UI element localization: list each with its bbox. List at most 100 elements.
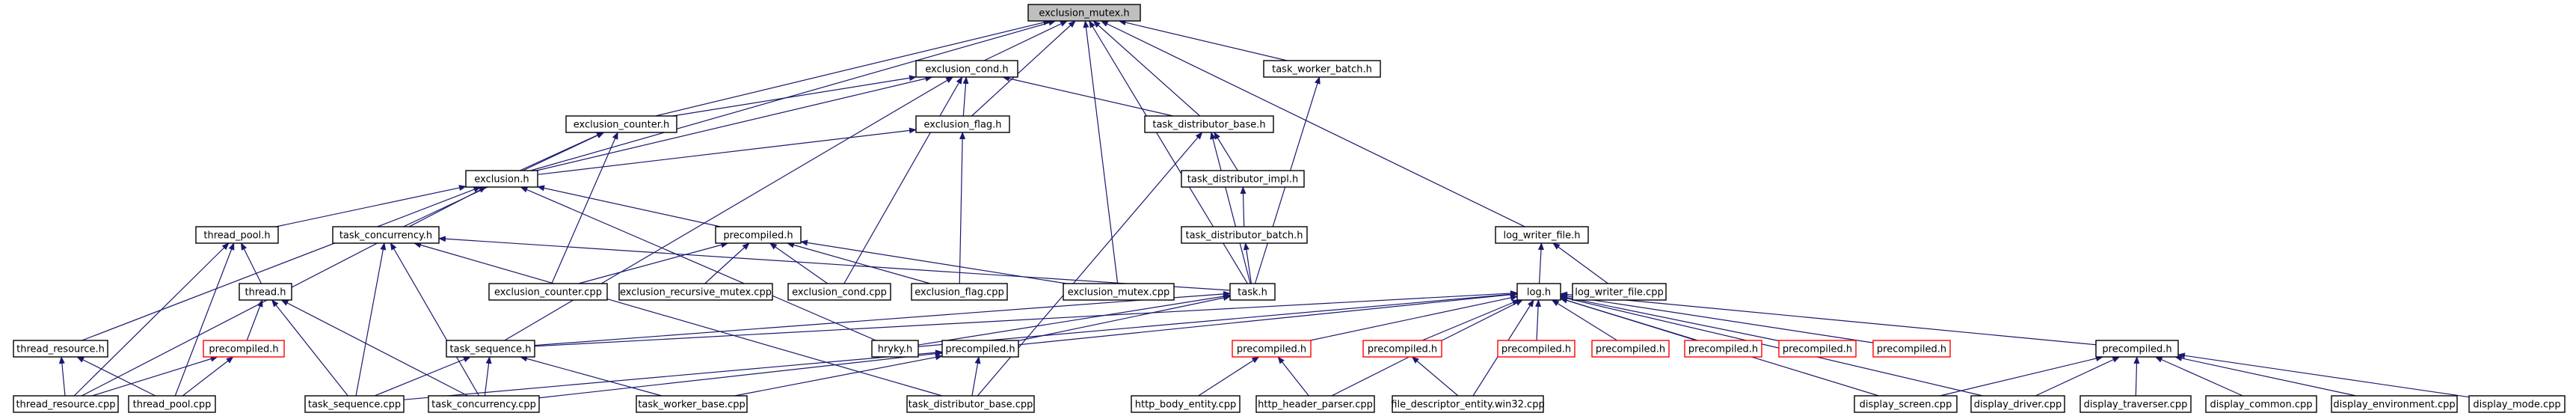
node-display-traverser-cpp[interactable]: display_traverser.cpp: [2079, 395, 2192, 413]
node-precompiled-h-red1[interactable]: precompiled.h: [203, 340, 285, 358]
node-box: [195, 226, 279, 244]
edge-task_concurrency_cpp-to-task_concurrency_h: [390, 242, 480, 397]
node-thread-h[interactable]: thread.h: [239, 283, 292, 301]
node-file-descriptor-entity-win32-cpp[interactable]: file_descriptor_entity.win32.cpp: [1391, 395, 1545, 413]
node-label: task_worker_base.cpp: [638, 400, 745, 411]
node-box: [13, 340, 108, 358]
node-box: [2095, 340, 2179, 358]
node-display-mode-cpp[interactable]: display_mode.cpp: [2468, 395, 2566, 413]
node-label: exclusion_mutex.h: [1039, 8, 1129, 19]
node-precompiled-h-red8[interactable]: precompiled.h: [1872, 340, 1951, 358]
node-precompiled-h-red4[interactable]: precompiled.h: [1497, 340, 1576, 358]
edge-log_writer_file_cpp-to-log_writer_file_h: [1552, 242, 1608, 284]
node-task-distributor-batch-h[interactable]: task_distributor_batch.h: [1181, 226, 1308, 244]
node-task-sequence-h[interactable]: task_sequence.h: [446, 340, 535, 358]
node-label: http_body_entity.cpp: [1135, 400, 1237, 411]
node-box: [1181, 170, 1305, 188]
node-label: exclusion.h: [474, 174, 529, 186]
node-exclusion-counter-cpp[interactable]: exclusion_counter.cpp: [488, 283, 608, 301]
node-precompiled-h-2[interactable]: precompiled.h: [941, 340, 1019, 358]
node-label: thread_pool.cpp: [133, 400, 212, 411]
node-task-distributor-base-cpp[interactable]: task_distributor_base.cpp: [906, 395, 1035, 413]
node-label: display_driver.cpp: [1974, 400, 2062, 411]
edge-exclusion_h-to-exclusion_cond_h: [536, 76, 933, 171]
edge-exclusion_h-to-exclusion_mutex_h: [530, 19, 1057, 171]
node-hryky-h[interactable]: hryky.h: [871, 340, 919, 358]
node-precompiled-h-3[interactable]: precompiled.h: [2095, 340, 2179, 358]
node-task-sequence-cpp[interactable]: task_sequence.cpp: [304, 395, 405, 413]
node-exclusion-cond-cpp[interactable]: exclusion_cond.cpp: [787, 283, 891, 301]
node-exclusion-recursive-mutex-cpp[interactable]: exclusion_recursive_mutex.cpp: [618, 283, 773, 301]
edge-display_environment_cpp-to-precompiled_h_3: [2174, 355, 2356, 397]
node-precompiled-h-red3[interactable]: precompiled.h: [1362, 340, 1442, 358]
node-log-h[interactable]: log.h: [1516, 283, 1561, 301]
edge-exclusion_mutex_cpp-to-exclusion_mutex_h: [1083, 20, 1119, 284]
node-label: precompiled.h: [1877, 344, 1946, 355]
edge-thread_pool_h-to-exclusion_h: [275, 185, 467, 227]
node-task-concurrency-h[interactable]: task_concurrency.h: [332, 226, 440, 244]
edge-http_body_entity_cpp-to-precompiled_h_red2: [1198, 356, 1260, 397]
node-box: [1516, 283, 1561, 301]
edge-task_distributor_base_cpp-to-precompiled_h_2: [971, 356, 981, 397]
node-task-worker-base-cpp[interactable]: task_worker_base.cpp: [636, 395, 748, 413]
node-label: http_header_parser.cpp: [1258, 400, 1373, 411]
node-box: [1362, 340, 1442, 358]
node-http-body-entity-cpp[interactable]: http_body_entity.cpp: [1131, 395, 1241, 413]
node-exclusion-flag-h[interactable]: exclusion_flag.h: [915, 115, 1010, 133]
node-exclusion-flag-cpp[interactable]: exclusion_flag.cpp: [911, 283, 1008, 301]
node-box: [1181, 226, 1308, 244]
node-task-distributor-base-h[interactable]: task_distributor_base.h: [1144, 115, 1274, 133]
node-exclusion-mutex-cpp[interactable]: exclusion_mutex.cpp: [1063, 283, 1175, 301]
node-precompiled-h-1[interactable]: precompiled.h: [715, 226, 802, 244]
node-box: [911, 283, 1008, 301]
node-box: [239, 283, 292, 301]
edge-http_header_parser_cpp-to-precompiled_h_red2: [1277, 356, 1309, 397]
node-display-screen-cpp[interactable]: display_screen.cpp: [1854, 395, 1958, 413]
edge-display_screen_cpp-to-precompiled_h_3: [1940, 355, 2103, 397]
edge-exclusion_mutex_cpp-to-precompiled_h_1: [800, 239, 1067, 284]
node-label: display_mode.cpp: [2473, 400, 2560, 411]
node-precompiled-h-red2[interactable]: precompiled.h: [1232, 340, 1312, 358]
edge-exclusion_cond_cpp-to-precompiled_h_1: [769, 242, 829, 284]
node-http-header-parser-cpp[interactable]: http_header_parser.cpp: [1255, 395, 1375, 413]
node-display-environment-cpp[interactable]: display_environment.cpp: [2331, 395, 2458, 413]
node-thread-pool-cpp[interactable]: thread_pool.cpp: [128, 395, 216, 413]
node-label: task_worker_batch.h: [1272, 64, 1372, 76]
edge-precompiled_h_red8-to-log_h: [1560, 293, 1874, 343]
node-thread-resource-cpp[interactable]: thread_resource.cpp: [13, 395, 119, 413]
node-label: exclusion_cond.h: [925, 64, 1008, 76]
node-task-concurrency-cpp[interactable]: task_concurrency.cpp: [428, 395, 540, 413]
node-box: [488, 283, 608, 301]
node-precompiled-h-red5[interactable]: precompiled.h: [1591, 340, 1670, 358]
node-label: thread.h: [245, 287, 286, 299]
edge-thread_pool_cpp-to-precompiled_h_red1: [182, 356, 234, 397]
node-exclusion-counter-h[interactable]: exclusion_counter.h: [565, 115, 677, 133]
node-task-distributor-impl-h[interactable]: task_distributor_impl.h: [1181, 170, 1305, 188]
node-thread-resource-h[interactable]: thread_resource.h: [13, 340, 108, 358]
node-box: [715, 226, 802, 244]
node-box: [1591, 340, 1670, 358]
node-log-writer-file-cpp[interactable]: log_writer_file.cpp: [1572, 283, 1667, 301]
node-precompiled-h-red7[interactable]: precompiled.h: [1778, 340, 1857, 358]
edge-hryky_h-to-log_h: [917, 291, 1518, 347]
node-precompiled-h-red6[interactable]: precompiled.h: [1684, 340, 1762, 358]
edge-task_distributor_base_h-to-exclusion_cond_h: [1002, 76, 1173, 117]
node-box: [1232, 340, 1312, 358]
node-exclusion-h[interactable]: exclusion.h: [465, 170, 538, 188]
node-exclusion-mutex-h[interactable]: exclusion_mutex.h: [1027, 4, 1141, 22]
node-label: log_writer_file.cpp: [1575, 287, 1663, 299]
node-label: display_common.cpp: [2210, 400, 2312, 411]
node-exclusion-cond-h[interactable]: exclusion_cond.h: [915, 60, 1018, 78]
node-display-driver-cpp[interactable]: display_driver.cpp: [1970, 395, 2065, 413]
edge-exclusion_h-to-exclusion_flag_h: [537, 127, 917, 175]
node-display-common-cpp[interactable]: display_common.cpp: [2205, 395, 2317, 413]
edge-task_worker_batch_h-to-exclusion_mutex_h: [1118, 19, 1288, 61]
node-log-writer-file-h[interactable]: log_writer_file.h: [1495, 226, 1589, 244]
node-thread-pool-h[interactable]: thread_pool.h: [195, 226, 279, 244]
file-nodes: exclusion_mutex.h exclusion_cond.h task_wo…: [13, 4, 2566, 413]
edge-exclusion_recursive_mutex_cpp-to-precompiled_h_1: [704, 242, 750, 284]
edge-task_distributor_base_cpp-to-task_concurrency_h: [414, 242, 943, 397]
node-box: [2468, 395, 2566, 413]
node-task-worker-batch-h[interactable]: task_worker_batch.h: [1263, 60, 1381, 78]
node-task-h[interactable]: task.h: [1229, 283, 1276, 301]
